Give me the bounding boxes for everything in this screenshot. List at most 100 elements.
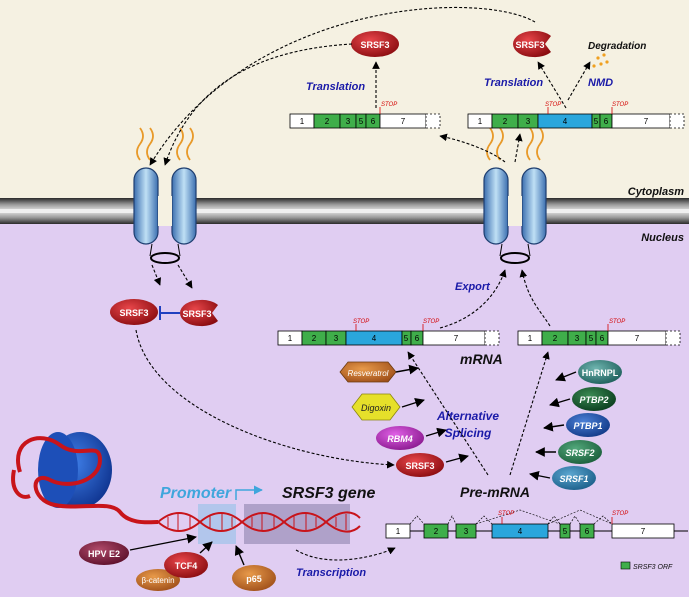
svg-text:7: 7 bbox=[635, 334, 640, 343]
svg-text:6: 6 bbox=[371, 117, 376, 126]
svg-text:STOP: STOP bbox=[612, 102, 628, 108]
tcf4-protein: TCF4 bbox=[164, 552, 208, 578]
svg-text:2: 2 bbox=[553, 334, 558, 343]
p65-protein: p65 bbox=[232, 565, 276, 591]
svg-text:5: 5 bbox=[594, 117, 599, 126]
mrna-cytoplasm-exon4: 1 2 3 4 5 6 7 STOP STOP bbox=[467, 102, 685, 129]
svg-text:2: 2 bbox=[434, 527, 439, 536]
export-label: Export bbox=[455, 281, 491, 293]
svg-text:6: 6 bbox=[604, 117, 609, 126]
svg-text:1: 1 bbox=[300, 117, 305, 126]
srsf1-protein: SRSF1 bbox=[552, 466, 596, 490]
nucleus-arrows bbox=[135, 264, 551, 561]
svg-text:3: 3 bbox=[464, 527, 469, 536]
svg-text:STOP: STOP bbox=[353, 319, 369, 325]
legend-srsf3-orf: SRSF3 ORF bbox=[620, 561, 673, 571]
translation-label-right: Translation bbox=[484, 77, 543, 89]
svg-text:RBM4: RBM4 bbox=[387, 434, 413, 444]
tf-arrows bbox=[129, 533, 245, 566]
svg-text:SRSF1: SRSF1 bbox=[559, 474, 588, 484]
svg-text:SRSF3: SRSF3 bbox=[119, 308, 148, 318]
srsf2-protein: SRSF2 bbox=[558, 440, 602, 464]
svg-text:5: 5 bbox=[359, 117, 364, 126]
svg-text:2: 2 bbox=[325, 117, 330, 126]
svg-text:2: 2 bbox=[312, 334, 317, 343]
svg-text:1: 1 bbox=[528, 334, 533, 343]
svg-text:2: 2 bbox=[503, 117, 508, 126]
svg-text:6: 6 bbox=[600, 334, 605, 343]
degradation-fragments bbox=[592, 53, 609, 68]
svg-text:Resveratrol: Resveratrol bbox=[348, 369, 389, 378]
svg-text:7: 7 bbox=[644, 117, 649, 126]
svg-text:PTBP2: PTBP2 bbox=[579, 395, 608, 405]
ptbp1-protein: PTBP1 bbox=[566, 413, 610, 437]
nucleosome bbox=[11, 432, 159, 525]
pre-mrna-label: Pre-mRNA bbox=[460, 484, 530, 500]
inhibition-bar bbox=[159, 306, 180, 320]
mrna-nucleus-full-length: 1 2 3 5 6 7 STOP bbox=[517, 319, 681, 346]
svg-text:Digoxin: Digoxin bbox=[361, 403, 391, 413]
svg-text:3: 3 bbox=[334, 334, 339, 343]
hpv-e2-protein: HPV E2 bbox=[79, 541, 129, 565]
svg-text:STOP: STOP bbox=[381, 102, 397, 108]
translation-label-left: Translation bbox=[306, 81, 365, 93]
resveratrol-molecule: Resveratrol bbox=[339, 361, 397, 383]
svg-text:3: 3 bbox=[575, 334, 580, 343]
svg-text:6: 6 bbox=[415, 334, 420, 343]
svg-text:STOP: STOP bbox=[545, 102, 561, 108]
svg-text:4: 4 bbox=[518, 527, 523, 536]
degradation-label: Degradation bbox=[588, 41, 646, 52]
pre-mrna: 1 2 3 4 5 6 7 STOP STOP bbox=[385, 509, 688, 539]
svg-text:1: 1 bbox=[478, 117, 483, 126]
svg-text:SRSF2: SRSF2 bbox=[565, 448, 594, 458]
svg-text:STOP: STOP bbox=[609, 319, 625, 325]
svg-text:4: 4 bbox=[563, 117, 568, 126]
svg-text:SRSF3 ORF: SRSF3 ORF bbox=[633, 564, 673, 571]
dna-helix bbox=[157, 504, 361, 544]
svg-text:1: 1 bbox=[288, 334, 293, 343]
transcription-label: Transcription bbox=[296, 567, 366, 579]
alternative-splicing-label-1: Alternative bbox=[436, 409, 499, 423]
srsf3-protein-top: SRSF3 bbox=[351, 31, 399, 57]
svg-text:6: 6 bbox=[585, 527, 590, 536]
nucleus-label: Nucleus bbox=[641, 232, 684, 244]
svg-text:SRSF3: SRSF3 bbox=[360, 40, 389, 50]
svg-text:SRSF3: SRSF3 bbox=[515, 40, 544, 50]
svg-text:TCF4: TCF4 bbox=[175, 561, 198, 571]
svg-text:p65: p65 bbox=[246, 574, 262, 584]
svg-text:5: 5 bbox=[563, 527, 568, 536]
nuclear-pore-right bbox=[483, 127, 547, 264]
cytoplasm-label: Cytoplasm bbox=[628, 186, 684, 198]
hnrnpl-protein: HnRNPL bbox=[578, 360, 622, 384]
ptbp2-protein: PTBP2 bbox=[572, 387, 616, 411]
nuclear-pore-left bbox=[133, 127, 197, 264]
svg-text:HnRNPL: HnRNPL bbox=[582, 368, 619, 378]
svg-text:STOP: STOP bbox=[423, 319, 439, 325]
srsf3-protein-splicing: SRSF3 bbox=[396, 453, 444, 477]
svg-text:3: 3 bbox=[526, 117, 531, 126]
tss-arrow bbox=[235, 485, 263, 500]
nmd-label: NMD bbox=[588, 77, 613, 89]
mrna-cytoplasm-full-length: 1 2 3 5 6 7 STOP bbox=[289, 102, 441, 129]
nuclear-membrane bbox=[0, 198, 689, 224]
cytoplasm-arrows bbox=[149, 6, 591, 166]
svg-text:5: 5 bbox=[589, 334, 594, 343]
mrna-nucleus-exon4: 1 2 3 4 5 6 7 STOP STOP bbox=[277, 319, 500, 346]
svg-text:5: 5 bbox=[404, 334, 409, 343]
promoter-label: Promoter bbox=[160, 485, 232, 502]
svg-text:4: 4 bbox=[372, 334, 377, 343]
srsf3-protein-nucleus: SRSF3 bbox=[110, 299, 158, 325]
srsf3-truncated-protein-nucleus: SRSF3 bbox=[180, 299, 218, 327]
svg-text:β-catenin: β-catenin bbox=[141, 576, 174, 585]
srsf3-truncated-protein-top: SRSF3 bbox=[513, 30, 551, 58]
svg-text:HPV E2: HPV E2 bbox=[88, 549, 120, 559]
digoxin-molecule: Digoxin bbox=[351, 393, 401, 421]
svg-text:1: 1 bbox=[396, 527, 401, 536]
regulator-arrows bbox=[395, 364, 577, 481]
srsf3-gene-label: SRSF3 gene bbox=[282, 485, 375, 502]
beta-catenin-protein: β-catenin bbox=[136, 569, 180, 591]
svg-text:STOP: STOP bbox=[612, 511, 628, 517]
svg-text:7: 7 bbox=[401, 117, 406, 126]
svg-text:PTBP1: PTBP1 bbox=[573, 421, 602, 431]
